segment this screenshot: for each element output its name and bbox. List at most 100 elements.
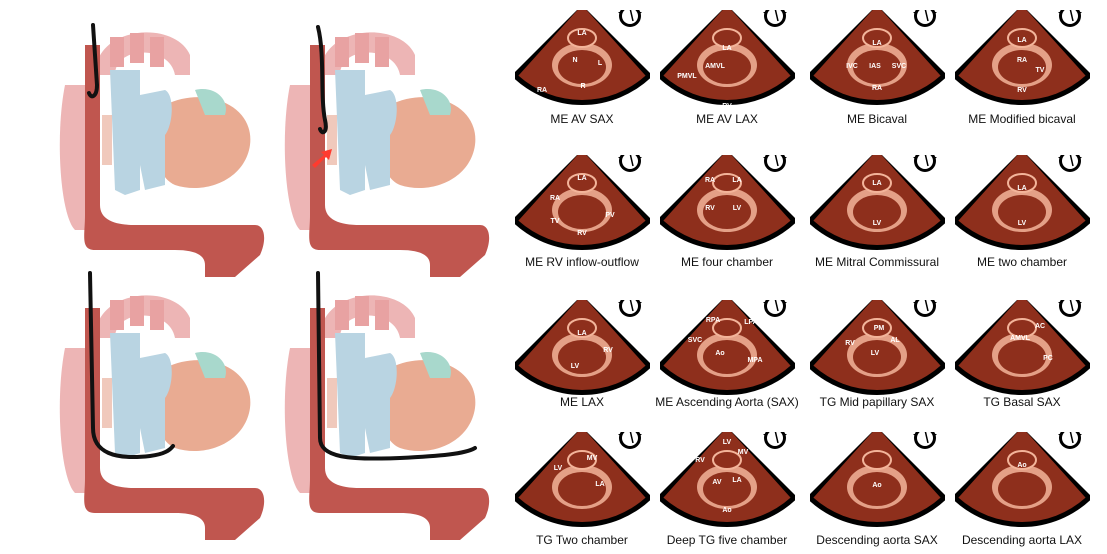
structure-label: LA [732, 177, 741, 184]
structure-label: MV [587, 455, 598, 462]
probe-position-illustrations [59, 23, 490, 540]
structure-label: RV [1017, 87, 1027, 94]
structure-label: LV [571, 363, 580, 370]
structure-label: Ao [1017, 462, 1026, 469]
tee-view-image: LA LV [810, 155, 945, 250]
anatomy-illustration [59, 23, 265, 277]
structure-label: LV [554, 465, 563, 472]
tee-view-image: LA AMVL PMVL RV [660, 10, 795, 110]
probe-orientation-icon [1058, 300, 1082, 317]
structure-label: MV [738, 449, 749, 456]
anatomy-illustration [284, 25, 490, 277]
structure-label: PMVL [677, 73, 697, 80]
structure-label: RV [845, 340, 855, 347]
view-caption: ME AV LAX [696, 112, 758, 126]
probe-icon [88, 271, 175, 460]
tee-view-image: PM AL RV LV [810, 300, 945, 395]
view-caption: TG Mid papillary SAX [819, 395, 935, 409]
view-caption: ME four chamber [680, 255, 774, 269]
probe-orientation-icon [763, 155, 787, 172]
tee-view-image: LA LV [955, 155, 1090, 250]
probe-orientation-icon [618, 300, 642, 317]
view-caption: Descending aorta SAX [816, 533, 938, 547]
structure-label: RV [722, 103, 732, 110]
view-caption: Deep TG five chamber [666, 533, 788, 547]
structure-label: LA [1017, 185, 1026, 192]
structure-label: RV [577, 230, 587, 237]
structure-label: RA [537, 87, 547, 94]
structure-label: PM [874, 325, 885, 332]
probe-orientation-icon [1058, 432, 1082, 449]
tee-view-image: Ao [955, 432, 1090, 527]
structure-label: LA [577, 175, 586, 182]
anatomy-illustration [59, 271, 265, 540]
red-arrow-icon [312, 149, 332, 168]
structure-label: LV [871, 350, 880, 357]
probe-icon [87, 23, 100, 99]
structure-label: RPA [706, 317, 720, 324]
structure-label: LV [1018, 220, 1027, 227]
structure-label: Ao [715, 350, 724, 357]
structure-label: LV [873, 220, 882, 227]
structure-label: TV [1036, 67, 1045, 74]
structure-label: SVC [892, 63, 906, 70]
structure-label: LPA [744, 319, 757, 326]
probe-orientation-icon [763, 10, 787, 27]
structure-label: RA [1017, 57, 1027, 64]
structure-label: SVC [688, 337, 702, 344]
structure-label: MPA [747, 357, 762, 364]
view-caption: TG Basal SAX [983, 395, 1061, 409]
structure-label: LA [872, 40, 881, 47]
probe-icon [316, 271, 477, 461]
structure-label: AL [890, 337, 900, 344]
view-caption: ME LAX [559, 395, 604, 409]
probe-orientation-icon [913, 432, 937, 449]
structure-label: IAS [869, 63, 881, 70]
structure-label: N [572, 57, 577, 64]
view-caption: ME two chamber [976, 255, 1068, 269]
structure-label: LA [577, 330, 586, 337]
structure-label: RV [603, 347, 613, 354]
probe-orientation-icon [1058, 10, 1082, 27]
structure-label: RA [550, 195, 560, 202]
probe-orientation-icon [618, 155, 642, 172]
structure-label: Ao [872, 482, 881, 489]
view-caption: ME RV inflow-outflow [525, 255, 639, 269]
structure-label: RV [695, 457, 705, 464]
view-caption: Descending aorta LAX [961, 533, 1083, 547]
structure-label: AV [712, 479, 722, 486]
structure-label: R [580, 83, 585, 90]
structure-label: LA [722, 45, 731, 52]
structure-label: AMVL [1010, 335, 1031, 342]
structure-label: LV [723, 439, 732, 446]
probe-orientation-icon [618, 10, 642, 27]
probe-orientation-icon [618, 432, 642, 449]
structure-label: LA [732, 477, 741, 484]
view-caption: ME Bicaval [846, 112, 908, 126]
structure-label: LA [872, 180, 881, 187]
probe-orientation-icon [1058, 155, 1082, 172]
structure-label: L [598, 60, 603, 67]
probe-positions-panel [0, 0, 507, 549]
structure-label: IVC [846, 63, 858, 70]
structure-label: RA [705, 177, 715, 184]
view-caption: ME Ascending Aorta (SAX) [655, 395, 799, 409]
probe-orientation-icon [763, 432, 787, 449]
view-caption: TG Two chamber [536, 533, 628, 547]
tee-view-image: Ao [810, 432, 945, 527]
structure-label: AMVL [705, 63, 726, 70]
view-caption: ME Mitral Commissural [814, 255, 939, 269]
structure-label: LV [733, 205, 742, 212]
probe-orientation-icon [913, 155, 937, 172]
structure-label: LA [577, 30, 586, 37]
tee-view-image: LA LV RV [515, 300, 650, 395]
structure-label: PC [1043, 355, 1053, 362]
